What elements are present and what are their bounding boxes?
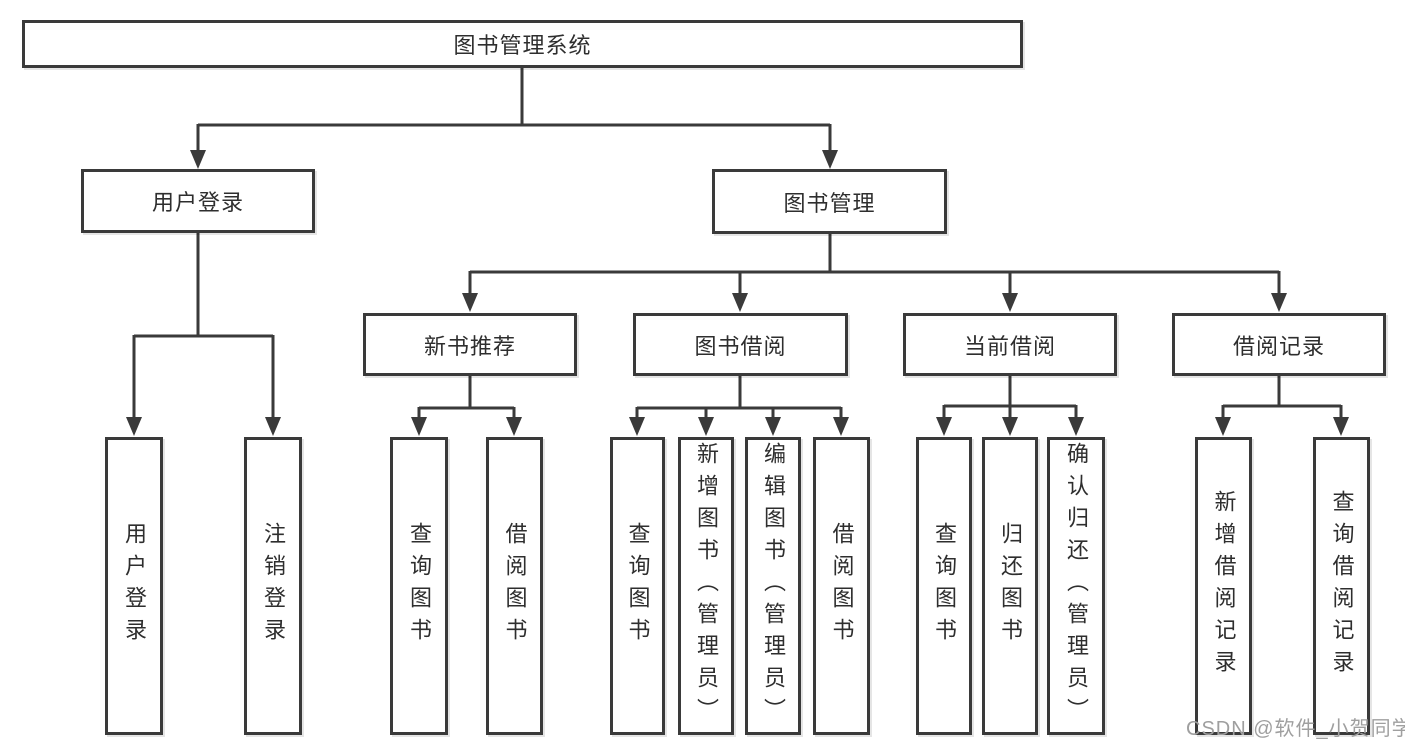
- leaf-add-borrow-record: 新增借阅记录: [1195, 437, 1252, 735]
- leaf-edit-book-admin: 编辑图书（管理员）: [745, 437, 801, 735]
- arrowhead-icon: [462, 293, 478, 312]
- connector-new-book-recommend: [411, 376, 522, 436]
- leaf-logout: 注销登录: [244, 437, 302, 735]
- leaf-query-borrow-record: 查询借阅记录: [1313, 437, 1370, 735]
- node-book-borrow: 图书借阅: [633, 313, 848, 376]
- node-new-book-recommend: 新书推荐: [363, 313, 577, 376]
- connector-root: [190, 68, 838, 169]
- arrowhead-icon: [190, 150, 206, 169]
- arrowhead-icon: [1333, 417, 1349, 436]
- leaf-query-books-borrow: 查询图书: [610, 437, 665, 735]
- node-borrow-records: 借阅记录: [1172, 313, 1386, 376]
- arrowhead-icon: [1002, 293, 1018, 312]
- connector-user-login: [126, 233, 281, 436]
- node-book-management: 图书管理: [712, 169, 947, 234]
- arrowhead-icon: [126, 417, 142, 436]
- node-root: 图书管理系统: [22, 20, 1023, 68]
- arrowhead-icon: [936, 417, 952, 436]
- watermark: CSDN @软件_小贺同学: [1186, 718, 1405, 740]
- arrowhead-icon: [1215, 417, 1231, 436]
- arrowhead-icon: [698, 417, 714, 436]
- node-current-borrow: 当前借阅: [903, 313, 1117, 376]
- arrowhead-icon: [1068, 417, 1084, 436]
- leaf-borrow-books: 借阅图书: [813, 437, 870, 735]
- arrowhead-icon: [265, 417, 281, 436]
- leaf-user-login: 用户登录: [105, 437, 163, 735]
- leaf-add-book-admin: 新增图书（管理员）: [678, 437, 734, 735]
- arrowhead-icon: [765, 417, 781, 436]
- leaf-confirm-return-admin: 确认归还（管理员）: [1047, 437, 1105, 735]
- arrowhead-icon: [822, 150, 838, 169]
- leaf-return-book: 归还图书: [982, 437, 1038, 735]
- arrowhead-icon: [411, 417, 427, 436]
- node-user-login: 用户登录: [81, 169, 315, 233]
- leaf-query-books-current: 查询图书: [916, 437, 972, 735]
- connector-borrow-records: [1215, 376, 1349, 436]
- arrowhead-icon: [833, 417, 849, 436]
- connector-book-borrow: [629, 376, 849, 436]
- leaf-query-books-recommend: 查询图书: [390, 437, 448, 735]
- arrowhead-icon: [732, 293, 748, 312]
- arrowhead-icon: [629, 417, 645, 436]
- arrowhead-icon: [1002, 417, 1018, 436]
- arrowhead-icon: [1271, 293, 1287, 312]
- connector-book-management: [462, 233, 1287, 312]
- leaf-borrow-books-recommend: 借阅图书: [486, 437, 543, 735]
- arrowhead-icon: [506, 417, 522, 436]
- connector-current-borrow: [936, 376, 1084, 436]
